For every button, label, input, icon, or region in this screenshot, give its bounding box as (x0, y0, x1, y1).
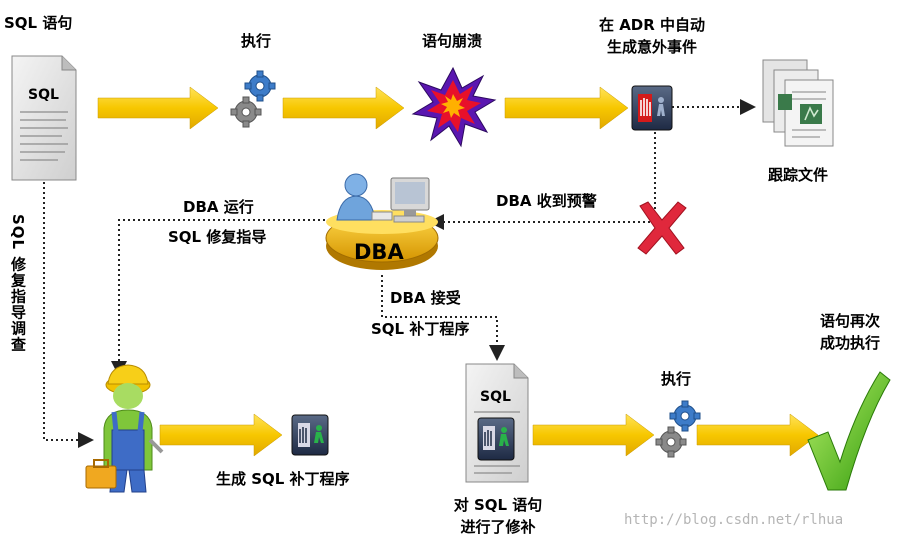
sql-patch-icon (291, 414, 329, 456)
adr-label-line2: 生成意外事件 (606, 38, 698, 56)
arrow-execute-to-crash (282, 86, 405, 130)
sql-repair-worker-icon (85, 364, 164, 493)
dba-runs-label-line1: DBA 运行 (183, 198, 254, 216)
connector-dba-to-patched (381, 275, 505, 361)
arrow-sql-to-execute (97, 86, 219, 130)
doc-sql-text: SQL (28, 87, 59, 103)
trace-files-icon (762, 59, 834, 147)
success-label-line2: 成功执行 (819, 334, 881, 352)
incident-stop-icon (631, 85, 673, 131)
dba-runs-label-line2: SQL 修复指导 (168, 228, 267, 246)
connector-dba-to-worker (111, 219, 325, 377)
adr-label-line1: 在 ADR 中自动 (598, 16, 706, 34)
dba-alert-label: DBA 收到预警 (496, 192, 597, 210)
watermark: http://blog.csdn.net/rlhua (624, 512, 844, 528)
alert-x-icon (637, 201, 687, 255)
dba-workstation-icon (325, 173, 439, 270)
sql-document-icon (11, 55, 77, 181)
crash-burst-icon (411, 66, 497, 148)
patched-label-line2: 进行了修补 (460, 518, 536, 536)
arrow-patched-to-execute (532, 413, 655, 457)
trace-files-label: 跟踪文件 (767, 166, 829, 184)
arrow-execute-to-success (696, 413, 819, 457)
generate-patch-label: 生成 SQL 补丁程序 (216, 470, 350, 488)
success-label-line1: 语句再次 (819, 312, 881, 330)
dba-accept-label-line1: DBA 接受 (390, 289, 461, 307)
success-check-icon (807, 371, 891, 491)
crash-label: 语句崩溃 (421, 32, 483, 50)
execute-label: 执行 (240, 32, 272, 50)
arrow-crash-to-adr (504, 86, 629, 130)
gear-icon-2 (655, 400, 701, 458)
execute-label-2: 执行 (660, 370, 692, 388)
flow-arrows (97, 86, 819, 457)
arrow-worker-to-patch (159, 413, 283, 457)
repair-advisor-vertical-label: SQL 修复指导调查 (9, 214, 27, 353)
sql-statement-label: SQL 语句 (4, 14, 73, 32)
patched-doc-sql-text: SQL (480, 389, 511, 405)
patched-label-line1: 对 SQL 语句 (453, 496, 543, 514)
gear-icon (230, 70, 276, 128)
dba-accept-label-line2: SQL 补丁程序 (371, 320, 470, 338)
dba-badge-label: DBA (354, 240, 404, 264)
patched-sql-document-icon (465, 363, 529, 483)
dotted-connectors (43, 99, 756, 448)
connector-sql-to-worker (43, 182, 94, 448)
